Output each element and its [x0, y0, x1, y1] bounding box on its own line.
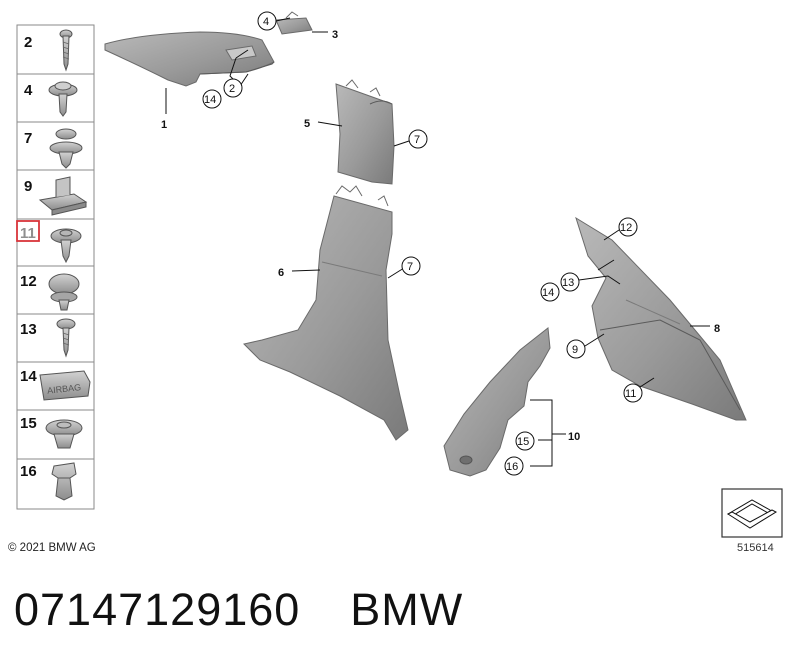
sidebar-item-number: 2 — [24, 34, 32, 51]
sidebar-item-number: 15 — [20, 415, 37, 432]
callout-label: 14 — [204, 94, 216, 106]
push-clip-icon — [49, 128, 83, 169]
part-label: 1 — [161, 119, 167, 131]
callout-label: 16 — [506, 461, 518, 473]
flange-screw-icon — [48, 81, 78, 117]
part-number: 07147129160 — [14, 584, 301, 635]
b-pillar-upper-trim — [335, 79, 395, 185]
a-pillar-trim — [104, 31, 275, 87]
sidebar-item-14[interactable]: 14 AIRBAG — [20, 368, 91, 401]
sidebar-item-number: 11 — [20, 225, 36, 242]
sidebar-item-4[interactable]: 4 — [24, 81, 78, 117]
diagram-id: 515614 — [737, 542, 774, 554]
callout-label: 13 — [562, 277, 574, 289]
sidebar-item-number: 14 — [20, 368, 37, 385]
brand-name: BMW — [350, 584, 464, 635]
push-rivet-icon — [48, 273, 80, 311]
orientation-icon — [721, 488, 783, 538]
airbag-emblem-icon: AIRBAG — [39, 370, 91, 401]
part-label: 10 — [568, 431, 580, 443]
sidebar-item-13[interactable]: 13 — [20, 318, 76, 358]
sidebar-item-2[interactable]: 2 — [24, 29, 73, 72]
callout-label: 11 — [625, 388, 636, 400]
screw-icon — [56, 318, 76, 358]
sidebar-item-15[interactable]: 15 — [20, 415, 83, 449]
callout-label: 7 — [407, 261, 413, 273]
sidebar-item-number: 9 — [24, 178, 32, 195]
fastener-sidebar: 2 4 7 9 — [16, 24, 95, 510]
callout-label: 7 — [414, 134, 420, 146]
small-cover — [275, 11, 313, 35]
sidebar-item-12[interactable]: 12 — [20, 273, 80, 311]
sidebar-item-7[interactable]: 7 — [24, 128, 83, 169]
part-label: 3 — [332, 29, 338, 41]
airbag-label: AIRBAG — [47, 382, 82, 396]
sidebar-item-9[interactable]: 9 — [24, 176, 88, 216]
clip-icon — [45, 419, 83, 449]
sidebar-item-number: 16 — [20, 463, 37, 480]
callout-label: 2 — [229, 83, 235, 95]
highlight-frame — [16, 220, 40, 242]
callout-label: 12 — [620, 222, 632, 234]
sidebar-item-16[interactable]: 16 — [20, 462, 77, 501]
screw-icon — [59, 29, 73, 72]
callouts: 1 2 14 4 3 5 7 6 7 12 13 — [161, 11, 720, 476]
part-label: 8 — [714, 323, 720, 335]
part-label: 6 — [278, 267, 284, 279]
copyright-notice: © 2021 BMW AG — [8, 542, 96, 554]
part-label: 5 — [304, 118, 310, 130]
lower-trim-panel — [443, 327, 551, 477]
c-pillar-trim — [575, 216, 747, 421]
caption: 07147129160 BMW — [14, 584, 463, 636]
spring-clip-icon — [51, 462, 77, 501]
bracket-clip-icon — [38, 176, 88, 216]
callout-label: 9 — [572, 344, 578, 356]
rivet-icon — [50, 228, 82, 264]
callout-label: 14 — [542, 287, 554, 299]
sidebar-item-number: 4 — [24, 82, 33, 99]
sidebar-item-number: 13 — [20, 321, 37, 338]
sidebar-item-11[interactable]: 11 — [16, 220, 82, 264]
callout-label: 15 — [517, 436, 529, 448]
sidebar-item-number: 12 — [20, 273, 37, 290]
sidebar-item-number: 7 — [24, 130, 32, 147]
callout-label: 4 — [263, 16, 269, 28]
b-pillar-lower-trim — [243, 185, 409, 441]
